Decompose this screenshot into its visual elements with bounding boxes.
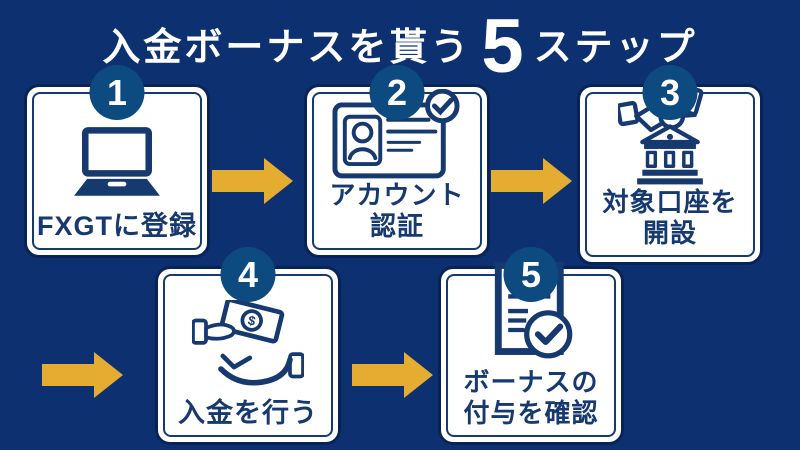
- title-suffix: ステップ: [533, 26, 698, 69]
- step-number: 4: [237, 253, 259, 295]
- step-number: 1: [106, 71, 128, 113]
- svg-text:$: $: [246, 312, 257, 328]
- step-number: 3: [659, 71, 681, 113]
- step-number-badge: 5: [503, 247, 559, 302]
- step-label: 入金を行う: [178, 397, 318, 428]
- title-prefix: 入金ボーナスを貰う: [102, 26, 472, 69]
- step-label: ボーナスの 付与を確認: [463, 366, 599, 428]
- step-number-badge: 1: [89, 65, 145, 120]
- step-number: 2: [386, 71, 408, 113]
- flow-arrow-3: [42, 351, 124, 399]
- step-number-badge: 3: [642, 65, 698, 120]
- step-card-1: 1 FXGTに登録: [27, 65, 207, 255]
- flow-arrow-2: [491, 157, 573, 205]
- hand-money-icon: $: [192, 299, 304, 397]
- id-card-check-icon: [332, 88, 462, 180]
- step-card-5: 5 ボーナスの 付与を確認: [441, 247, 621, 442]
- step-number: 5: [520, 253, 542, 295]
- step-card-2: 2 アカウント 認証: [307, 65, 487, 255]
- flow-arrow-1: [212, 157, 294, 205]
- laptop-icon: [61, 119, 173, 210]
- step-card-3: 3: [580, 65, 760, 262]
- flow-arrow-4: [352, 351, 434, 399]
- step-label: アカウント 認証: [329, 179, 465, 241]
- page-title: 入金ボーナスを貰う 5 ステップ: [0, 0, 800, 86]
- step-number-badge: 4: [220, 247, 276, 302]
- step-label: FXGTに登録: [37, 210, 197, 241]
- step-number-badge: 2: [369, 65, 425, 120]
- step-label: 対象口座を 開設: [602, 186, 738, 248]
- step-card-4: 4 $ 入金を行う: [158, 247, 338, 442]
- title-big-number: 5: [481, 4, 524, 89]
